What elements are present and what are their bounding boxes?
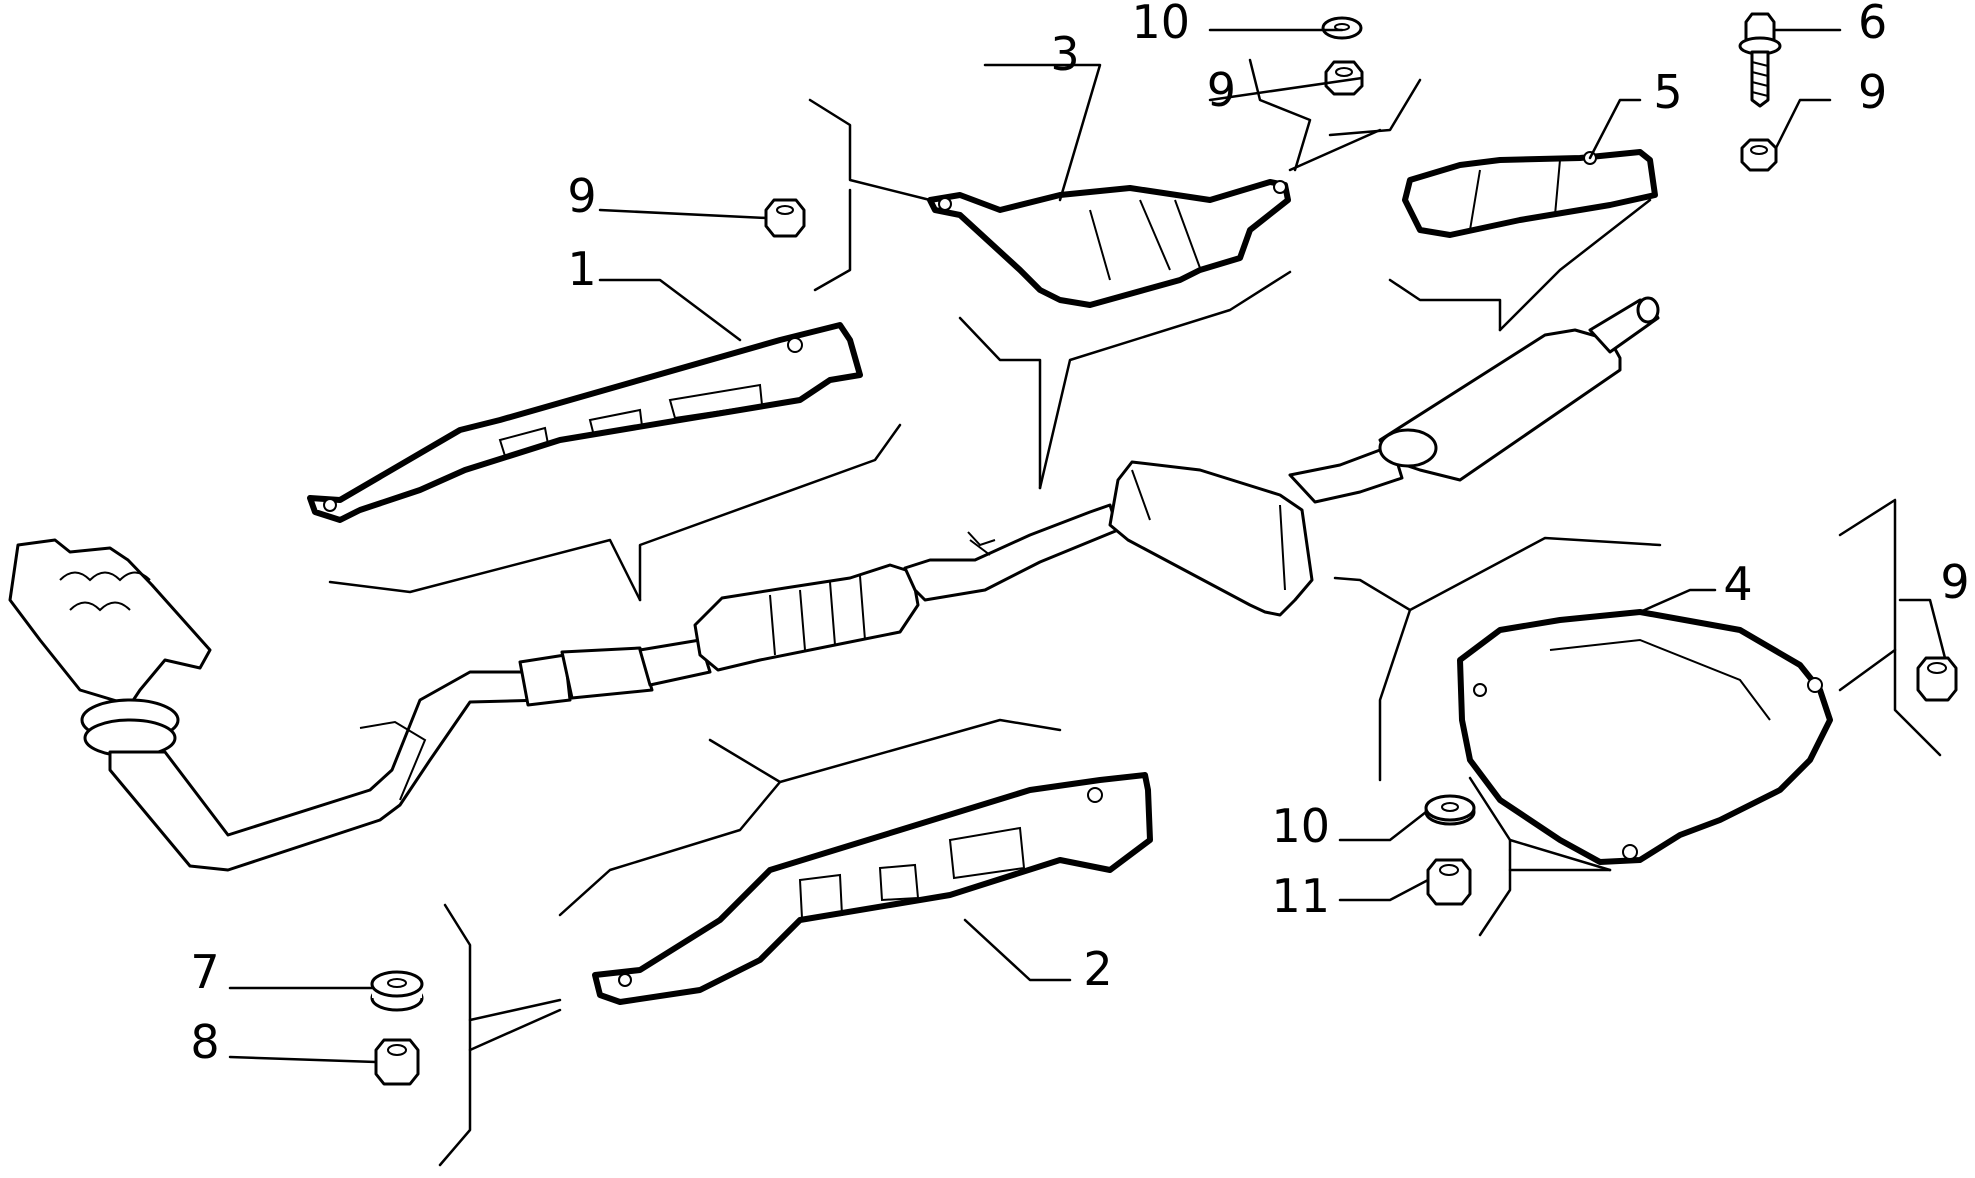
callout-9-right: 9 bbox=[1940, 555, 1969, 609]
leader-lines bbox=[228, 28, 1947, 1064]
callout-labels: 10 9 3 6 9 5 9 1 4 9 10 11 2 7 8 bbox=[190, 0, 1969, 1069]
hardware bbox=[370, 12, 1958, 1086]
nut-8 bbox=[374, 1038, 420, 1086]
callout-7: 7 bbox=[190, 945, 219, 999]
callout-9-top: 9 bbox=[1207, 63, 1236, 117]
callout-6: 6 bbox=[1858, 0, 1887, 49]
nut-9-right bbox=[1916, 656, 1958, 702]
bolt-6 bbox=[1738, 12, 1782, 108]
callout-11: 11 bbox=[1271, 869, 1330, 923]
heat-shield-4 bbox=[1457, 609, 1833, 865]
washer-7 bbox=[370, 970, 424, 1012]
callout-9-right-top: 9 bbox=[1858, 65, 1887, 119]
heat-shield-1 bbox=[307, 322, 863, 523]
exhaust-pipe-assembly bbox=[8, 296, 1660, 872]
nut-9-left bbox=[764, 198, 806, 238]
nut-11 bbox=[1426, 858, 1472, 906]
callout-3: 3 bbox=[1050, 27, 1079, 81]
callout-8: 8 bbox=[190, 1015, 219, 1069]
nut-9-top bbox=[1324, 60, 1364, 96]
callout-4: 4 bbox=[1723, 557, 1752, 611]
nut-9-right-top bbox=[1740, 138, 1778, 172]
callout-5: 5 bbox=[1653, 65, 1682, 119]
washer-10-lower bbox=[1424, 794, 1476, 826]
callout-1: 1 bbox=[567, 242, 596, 296]
washer-10-top bbox=[1321, 16, 1363, 40]
callout-2: 2 bbox=[1083, 942, 1112, 996]
heat-shield-3 bbox=[927, 179, 1291, 308]
group-brackets bbox=[328, 58, 1942, 1167]
callout-10-top: 10 bbox=[1131, 0, 1190, 49]
heat-shield-5 bbox=[1402, 149, 1658, 238]
callout-9-left: 9 bbox=[567, 169, 596, 223]
heat-shield-2 bbox=[592, 772, 1153, 1005]
callout-10-lower: 10 bbox=[1271, 799, 1330, 853]
